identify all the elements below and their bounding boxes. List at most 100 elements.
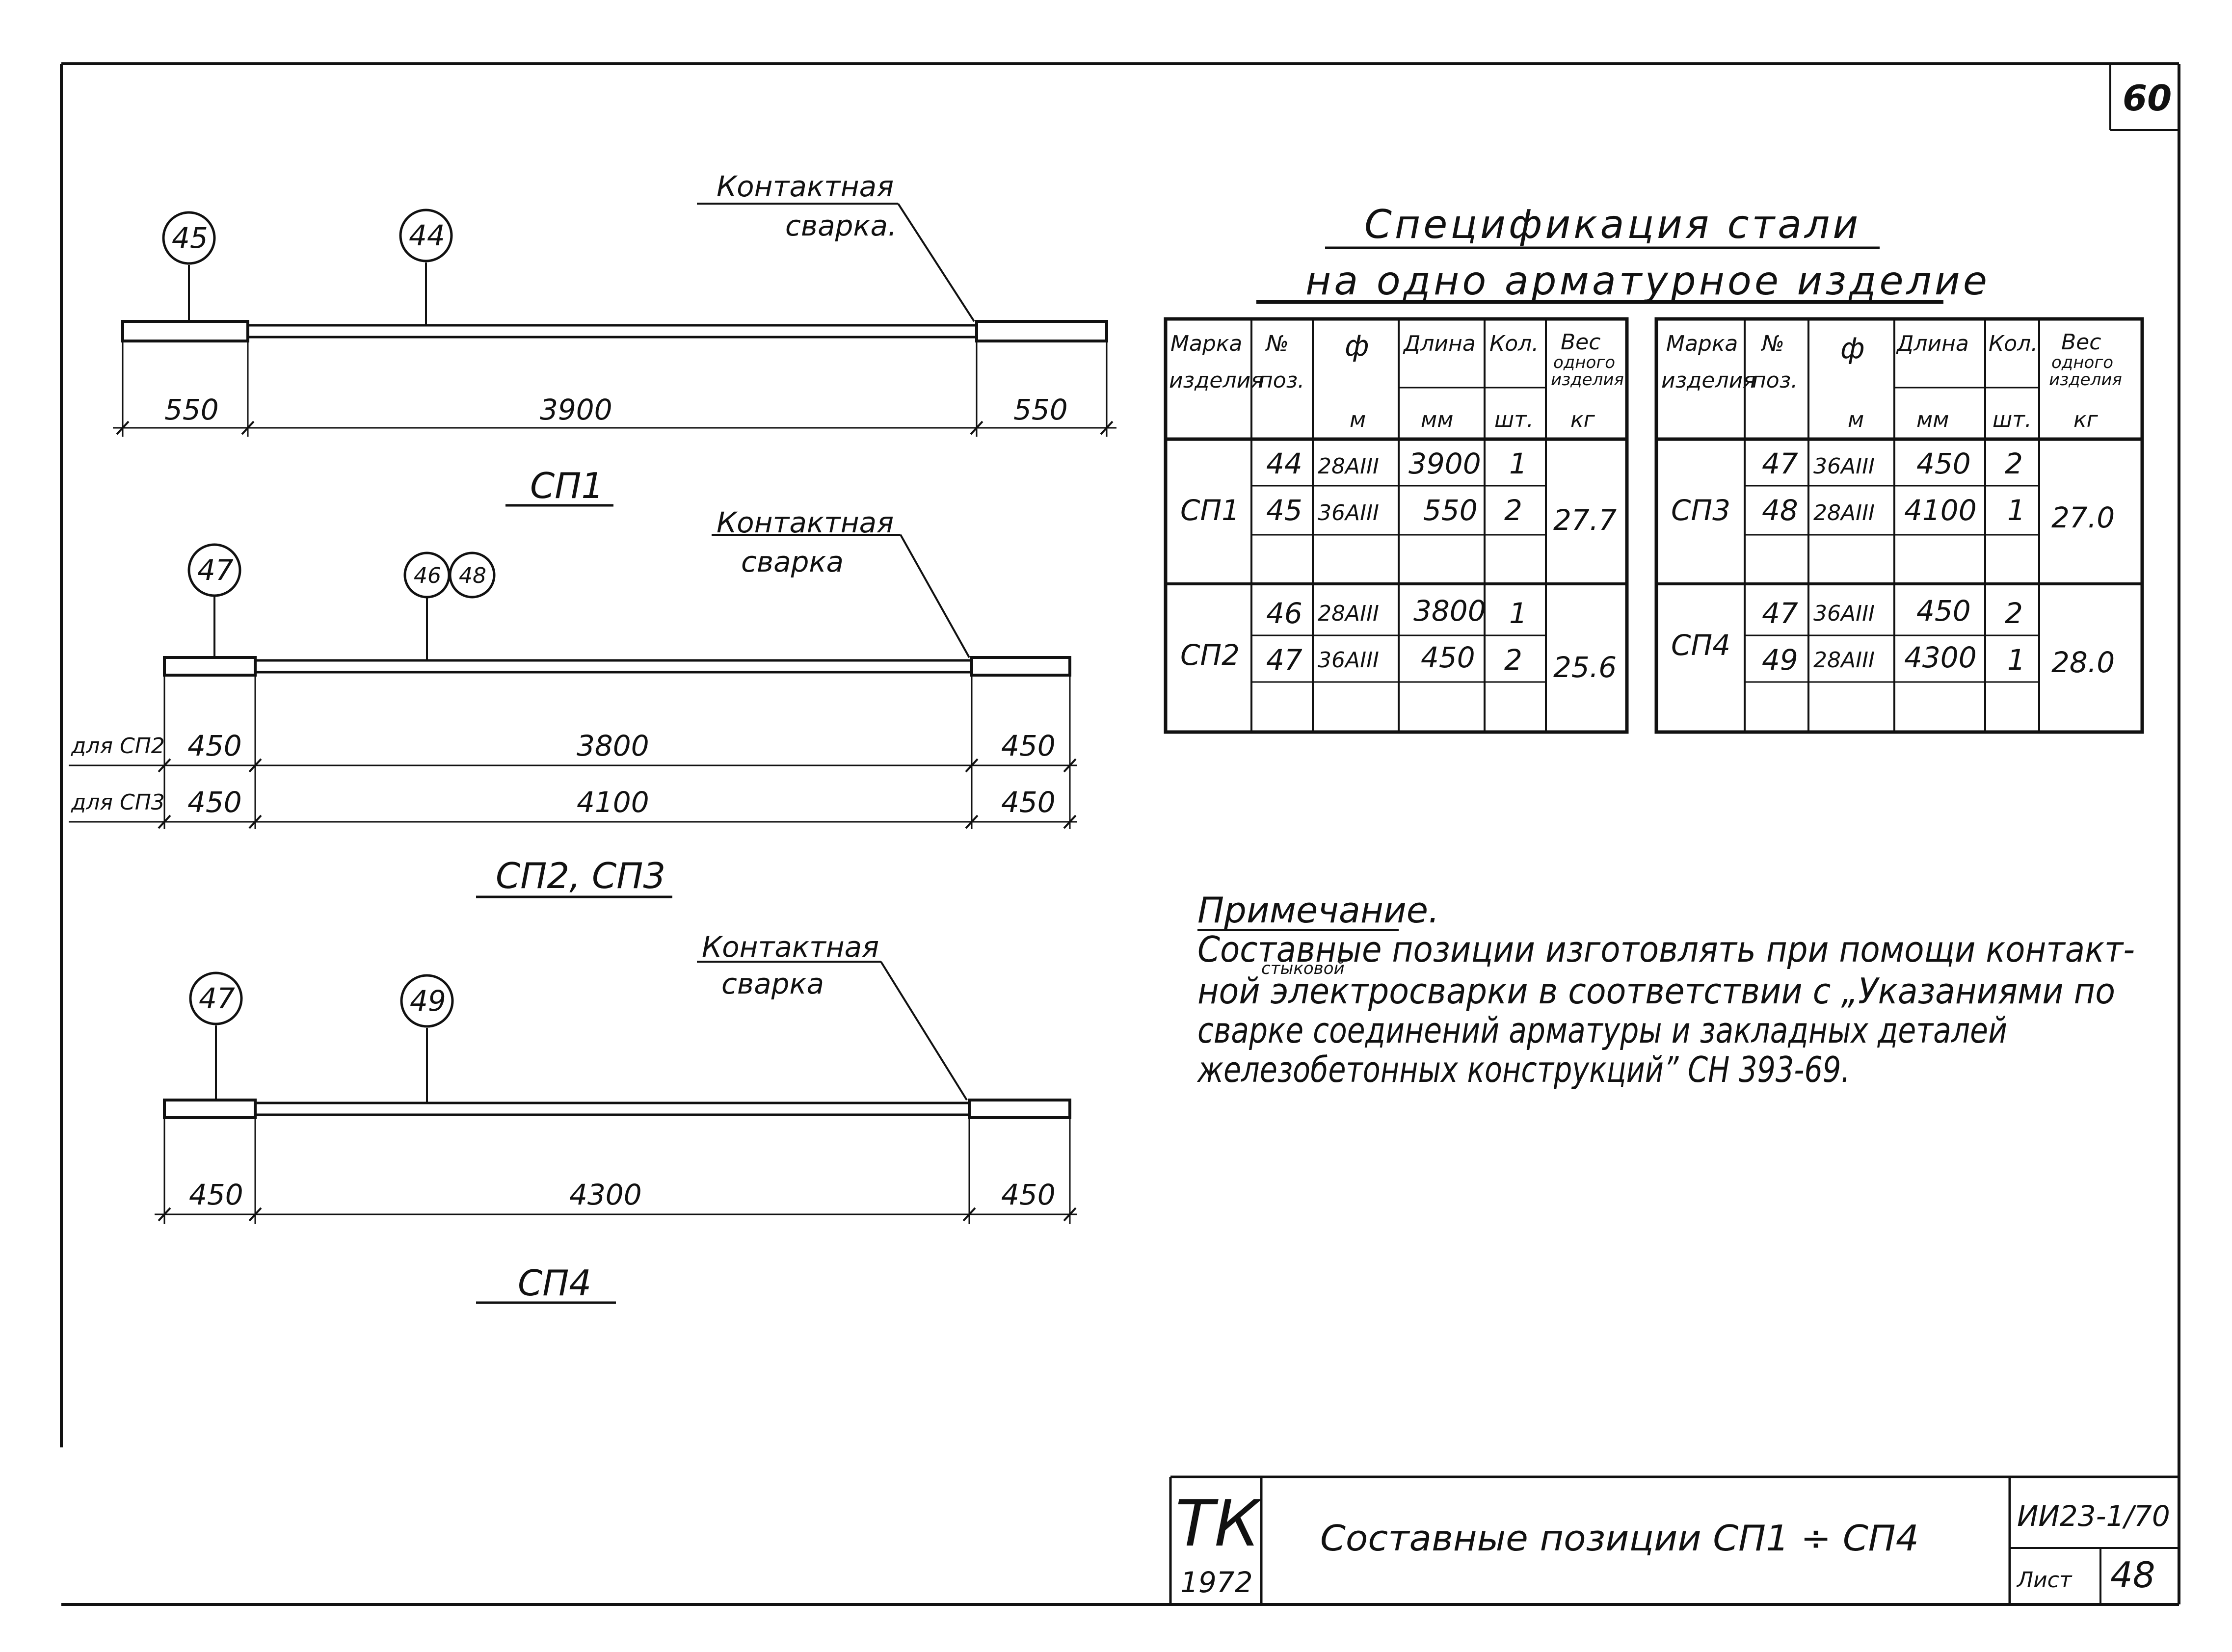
table-header: одного <box>2051 353 2113 372</box>
table-mark: СП1 <box>1180 494 1240 527</box>
sheet-number: 60 <box>2123 78 2172 119</box>
table-cell: 47 <box>1266 643 1302 677</box>
table-unit: мм <box>1916 407 1949 432</box>
table-header: Вес <box>1561 330 1600 355</box>
stamp-sheet-number: 48 <box>2110 1554 2155 1596</box>
dimension-label: 450 <box>187 729 242 762</box>
table-mark: СП3 <box>1671 494 1730 527</box>
weld-label: Контактная <box>717 170 894 203</box>
drawing-sp1 <box>113 203 1116 507</box>
bar-44 <box>246 324 978 339</box>
note-line: сварке соединений арматуры и закладных д… <box>1197 1010 2007 1051</box>
table-mark: СП2 <box>1180 638 1240 672</box>
dimension-label: 3800 <box>577 729 649 762</box>
marker-circle <box>399 209 453 262</box>
table-header: Вес <box>2061 330 2101 355</box>
weld-label: Контактная <box>717 506 894 539</box>
dimension-label: 450 <box>1001 1178 1056 1211</box>
table-unit: кг <box>1570 407 1595 432</box>
marker-label: 47 <box>199 982 235 1015</box>
table-unit: шт. <box>1494 407 1534 432</box>
drawing-sp4 <box>155 961 1077 1304</box>
dimension-label: 4100 <box>577 786 649 819</box>
marker-label: 44 <box>409 219 445 252</box>
table-cell: 1 <box>2007 494 2025 527</box>
table-cell: 36АIII <box>1318 500 1379 525</box>
table-header: № <box>1760 331 1784 356</box>
drawing-title: СП4 <box>518 1262 591 1304</box>
table-cell: 1 <box>1509 447 1527 480</box>
marker-circle <box>449 551 496 599</box>
table-header: изделия <box>1551 370 1624 390</box>
bar-47-left <box>163 1099 257 1119</box>
bar-47-left <box>163 656 257 677</box>
dimension-label: 3900 <box>540 393 612 426</box>
table-unit: мм <box>1421 407 1453 432</box>
table-weight: 28.0 <box>2051 646 2115 679</box>
note-heading: Примечание. <box>1197 890 1439 931</box>
table-header: № <box>1265 331 1289 356</box>
table-cell: 2 <box>1504 494 1522 527</box>
table-cell: 36АIII <box>1318 648 1379 673</box>
table-header: Длина <box>1403 331 1476 356</box>
table-header: Кол. <box>1489 331 1539 356</box>
table-cell: 1 <box>2007 643 2025 677</box>
table-cell: 48 <box>1762 494 1798 527</box>
table-cell: 3800 <box>1413 594 1486 628</box>
spec-title-line1: Спецификация стали <box>1364 202 1861 247</box>
note-inserted-word: стыковой <box>1261 959 1345 978</box>
table-header: изделия <box>1169 368 1264 393</box>
dimension-label: 4300 <box>569 1178 642 1211</box>
sheet-frame <box>60 62 2180 1606</box>
table-cell: 49 <box>1762 643 1798 677</box>
table-cell: 36АIII <box>1813 454 1875 479</box>
spec-title-line2: на одно арматурное изделие <box>1305 258 1990 304</box>
dimension-label: 450 <box>189 1178 243 1211</box>
marker-label: 47 <box>197 553 234 587</box>
table-weight: 27.0 <box>2051 501 2115 534</box>
table-header: Кол. <box>1989 331 2038 356</box>
bar-45-right <box>975 320 1108 342</box>
table-cell: 450 <box>1916 594 1971 628</box>
table-cell: 450 <box>1916 447 1971 480</box>
drawing-sp2-sp3 <box>69 534 1077 898</box>
stamp-series: ИИ23-1/70 <box>2017 1499 2170 1533</box>
dimension-label: 550 <box>164 393 219 426</box>
table-header: поз. <box>1752 368 1798 393</box>
dimension-label: 450 <box>1001 729 1056 762</box>
table-cell: 44 <box>1266 447 1302 480</box>
table-header: поз. <box>1259 368 1304 393</box>
bar-47-right <box>970 656 1071 677</box>
table-cell: 550 <box>1423 494 1478 527</box>
marker-label: 48 <box>459 563 486 588</box>
table-weight: 27.7 <box>1553 503 1617 537</box>
marker-circle <box>162 211 216 265</box>
table-header: изделия <box>2049 370 2122 390</box>
table-header: ф <box>1345 329 1369 363</box>
table-cell: 2 <box>2005 447 2023 480</box>
drawing-title: СП1 <box>530 465 604 506</box>
table-unit: кг <box>2073 407 2099 432</box>
table-cell: 28АIII <box>1318 454 1379 479</box>
marker-circle <box>187 543 241 597</box>
table-cell: 47 <box>1762 597 1798 630</box>
bar-47-right <box>968 1099 1071 1119</box>
table-cell: 3900 <box>1408 447 1481 480</box>
stamp-year: 1972 <box>1180 1566 1253 1599</box>
spec-table-left <box>1164 317 1629 734</box>
marker-label: 49 <box>410 984 446 1018</box>
table-unit: шт. <box>1993 407 2032 432</box>
dimension-row-label: для СП2 <box>71 734 165 759</box>
bar-46-48 <box>254 659 973 674</box>
table-header: Марка <box>1666 331 1738 356</box>
table-cell: 4100 <box>1904 494 1977 527</box>
table-header: Длина <box>1896 331 1969 356</box>
marker-circle <box>400 974 454 1028</box>
table-unit: м <box>1350 407 1366 432</box>
table-cell: 2 <box>1504 643 1522 677</box>
dimension-label: 450 <box>1001 786 1056 819</box>
weld-label: сварка <box>741 545 844 578</box>
table-weight: 25.6 <box>1553 651 1617 684</box>
table-cell: 28АIII <box>1813 648 1875 673</box>
